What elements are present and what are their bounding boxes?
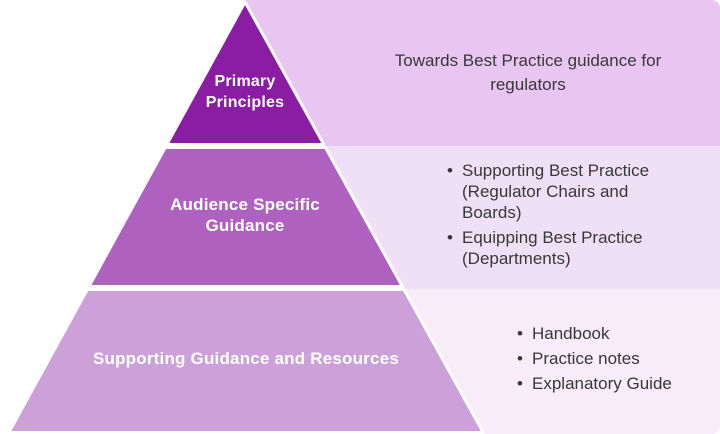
bullet-item: • Supporting Best Practice (Regulator Cha… [447,160,697,223]
bullet-text: Supporting Best Practice (Regulator Chai… [462,161,650,222]
tier2-label: Audience Specific Guidance [170,195,320,235]
bullet-text: Practice notes [532,349,640,368]
bullet-item: • Explanatory Guide [517,373,717,394]
bullet-text: Explanatory Guide [532,374,672,393]
bullet-text: Handbook [532,324,610,343]
tier2-bullet-list: • Supporting Best Practice (Regulator Cha… [447,160,697,273]
bullet-item: • Equipping Best Practice (Departments) [447,227,697,269]
tier3-bullet-list: • Handbook • Practice notes • Explanatory Gui… [517,323,717,398]
tier2-trapezoid [87,146,404,288]
tier1-triangle [165,0,326,146]
bullet-icon: • [447,228,453,247]
bullet-item: • Handbook [517,323,717,344]
tier1-band-caption: Towards Best Practice guidance for regul… [394,51,662,94]
bullet-icon: • [447,161,453,180]
bullet-icon: • [517,324,523,343]
bullet-text: Equipping Best Practice (Departments) [462,228,643,268]
tier3-trapezoid [7,288,485,434]
bullet-icon: • [517,349,523,368]
tier3-label: Supporting Guidance and Resources [92,349,400,368]
tier1-label: Primary Principles [205,73,285,111]
bullet-icon: • [517,374,523,393]
bullet-item: • Practice notes [517,348,717,369]
band-tier1 [244,0,720,146]
